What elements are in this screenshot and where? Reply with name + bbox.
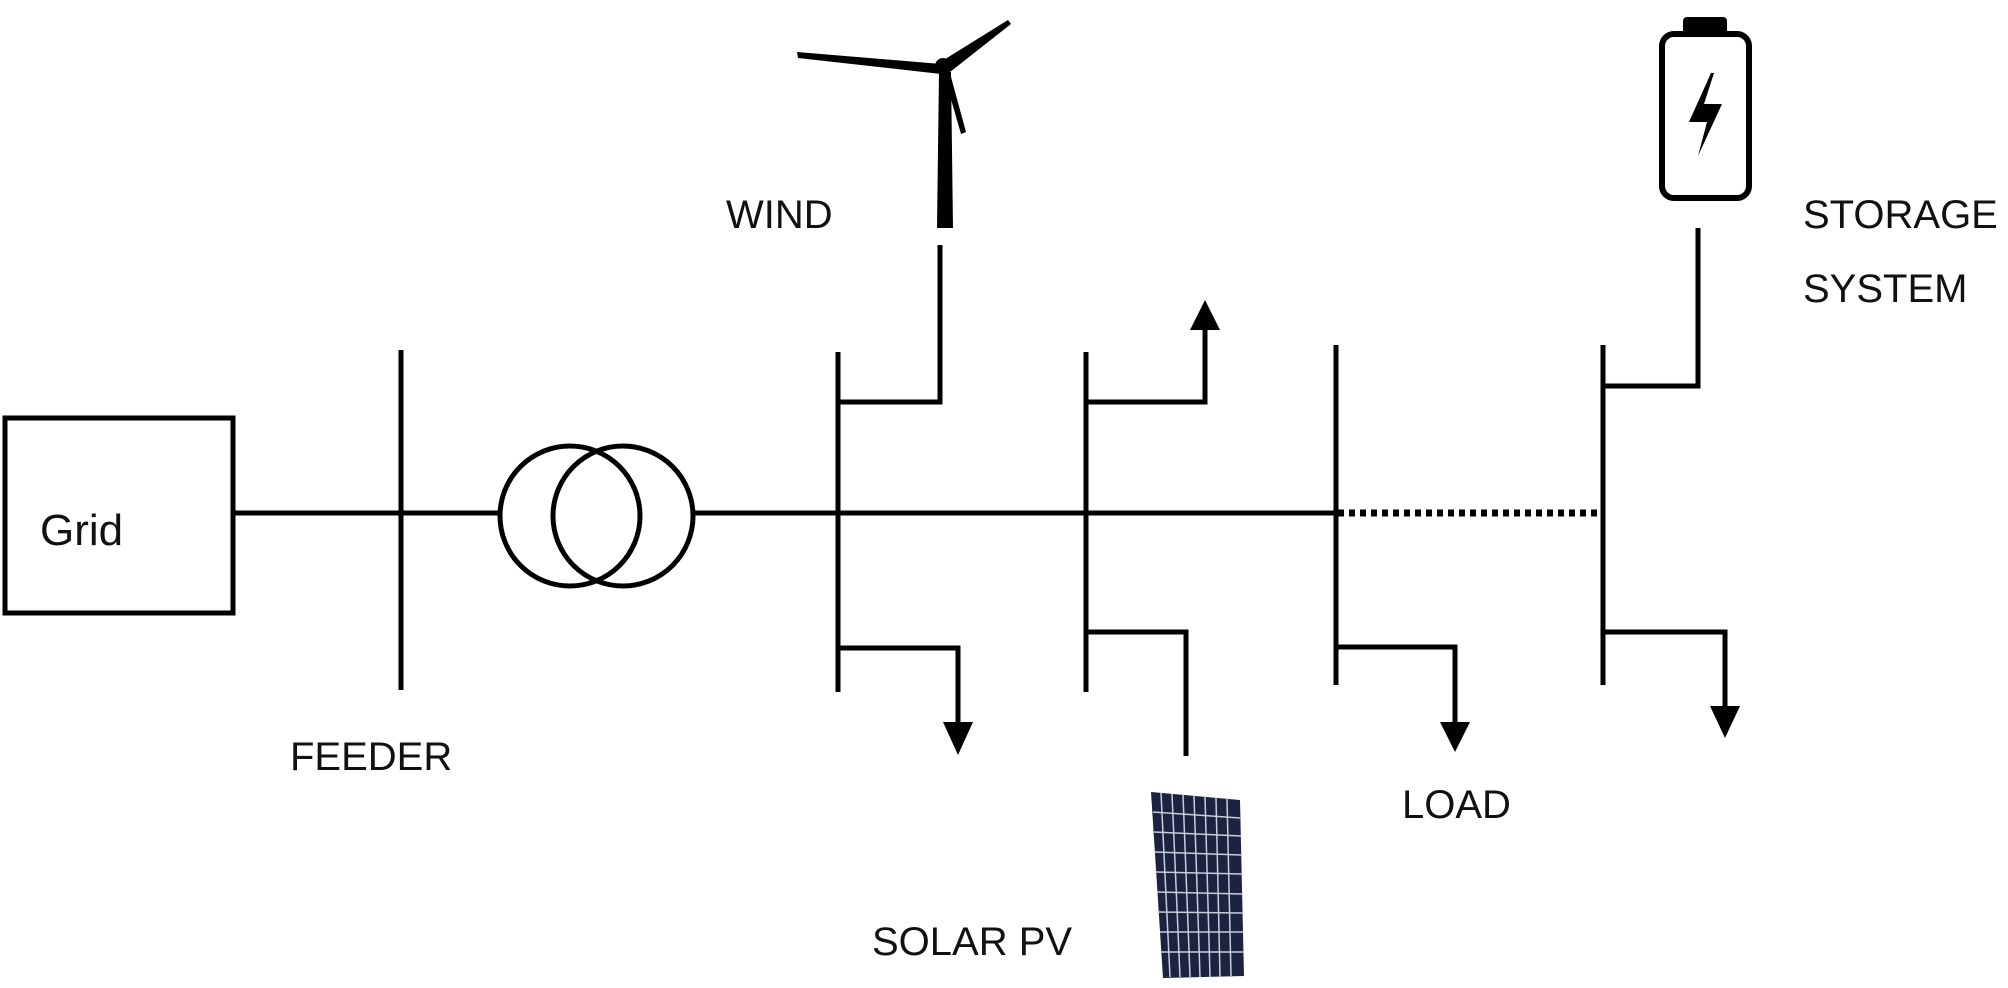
grid-label: Grid [40,506,123,555]
bus-solar-up-arrow [1190,300,1220,330]
bus-wind-load-arrow [943,722,973,755]
bus-load-line [1336,644,1458,722]
bus-storage-load-line [1603,629,1728,706]
transformer-icon [497,443,696,589]
wind-connection [838,245,943,405]
load-label: LOAD [1402,783,1511,827]
solar-pv-label: SOLAR PV [872,920,1072,964]
bus-solar-up-line [1086,330,1208,405]
storage-connection [1603,228,1701,389]
wind-turbine-icon [797,20,1011,228]
storage-label-line1: STORAGE [1803,193,1998,237]
storage-label-line2: SYSTEM [1803,267,1967,311]
grid-source: Grid [2,415,236,616]
bus-load-arrow [1440,722,1470,752]
battery-icon [1659,17,1752,201]
wind-label: WIND [726,193,833,237]
solar-connection [1086,629,1189,756]
bus-wind-load-line [838,645,961,722]
solar-panel-icon [1151,792,1244,978]
bus-storage-load-arrow [1710,706,1740,738]
feeder-label: FEEDER [290,735,452,779]
